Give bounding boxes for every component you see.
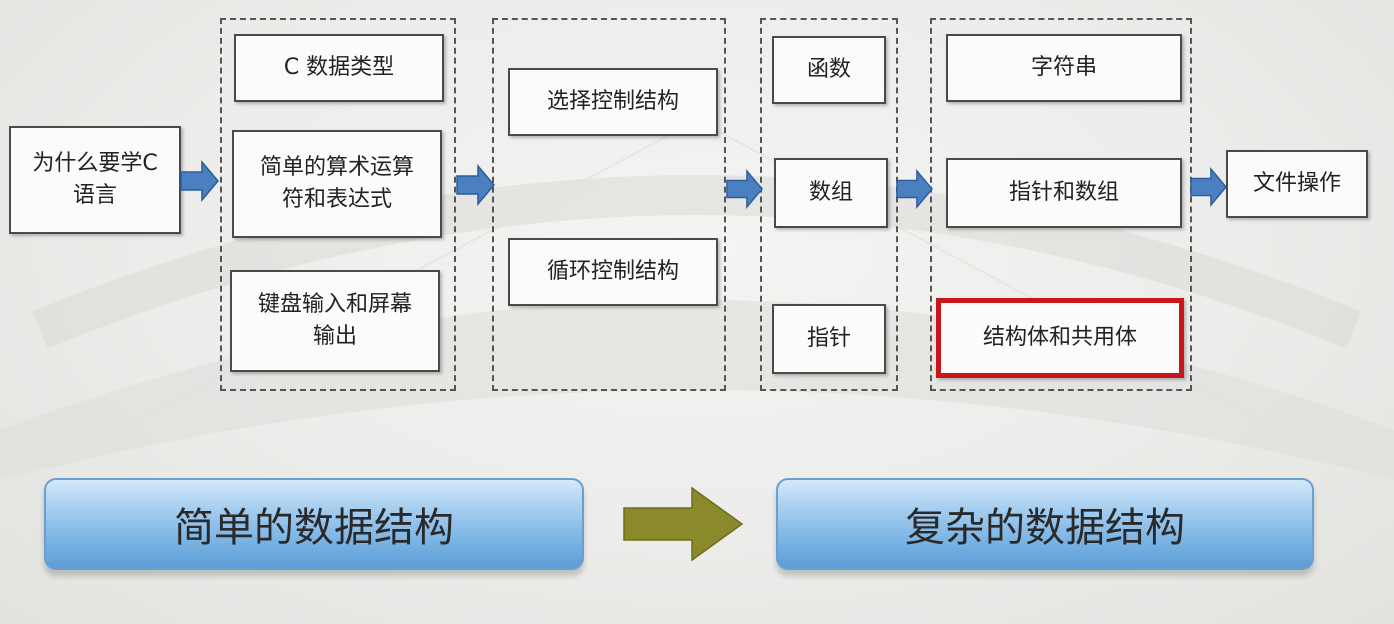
banner-simple-data-structures: 简单的数据结构 (44, 478, 584, 570)
group-complex-types (930, 18, 1192, 391)
arrow-right-icon (726, 168, 764, 210)
node-why-learn-c: 为什么要学C语言 (9, 126, 181, 234)
arrow-right-icon (623, 486, 744, 562)
arrow-right-icon (896, 168, 934, 210)
arrow-right-icon (1190, 166, 1228, 208)
node-keyboard-io: 键盘输入和屏幕输出 (230, 270, 440, 372)
node-arithmetic-operators: 简单的算术运算符和表达式 (232, 130, 442, 238)
group-control-structures (492, 18, 726, 391)
banner-complex-data-structures: 复杂的数据结构 (776, 478, 1314, 570)
arrow-right-icon (180, 160, 219, 202)
node-functions: 函数 (772, 36, 886, 104)
node-pointers: 指针 (772, 304, 886, 374)
node-strings: 字符串 (946, 34, 1182, 102)
node-arrays: 数组 (774, 158, 888, 228)
group-functions-arrays-pointers (760, 18, 898, 391)
arrow-right-icon (456, 164, 495, 206)
node-loop-control: 循环控制结构 (508, 238, 718, 306)
node-struct-union: 结构体和共用体 (936, 298, 1184, 378)
node-c-data-types: C 数据类型 (234, 34, 444, 102)
node-pointers-and-arrays: 指针和数组 (946, 158, 1182, 228)
node-selection-control: 选择控制结构 (508, 68, 718, 136)
group-basics (220, 18, 456, 391)
node-file-operations: 文件操作 (1226, 150, 1368, 218)
